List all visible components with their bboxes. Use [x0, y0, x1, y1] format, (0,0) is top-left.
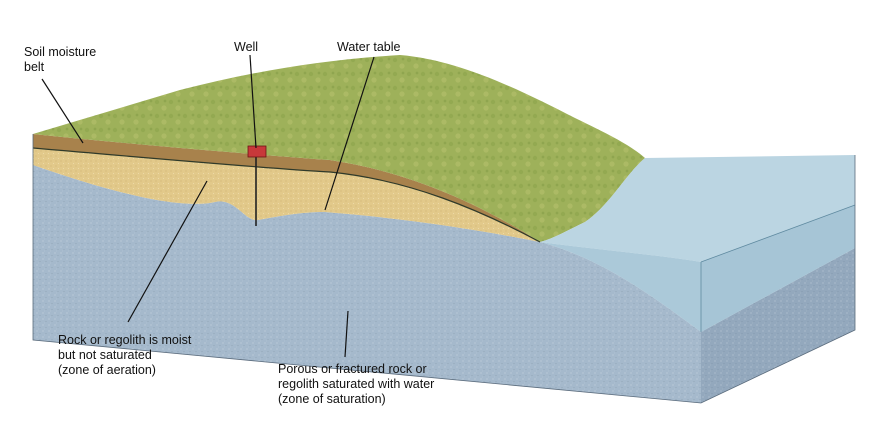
label-well: Well: [234, 40, 259, 54]
label-saturation-line-1: Porous or fractured rock or: [278, 362, 427, 376]
label-saturation-line-2: regolith saturated with water: [278, 377, 435, 391]
label-saturation-line-3: (zone of saturation): [278, 392, 386, 406]
label-aeration-line-2: but not saturated: [58, 348, 152, 362]
label-zone-of-saturation: Porous or fractured rock or regolith sat…: [278, 362, 434, 407]
lake-surface: [540, 155, 855, 262]
leader-soil-moisture: [41, 78, 84, 144]
water-table-line: [32, 147, 541, 243]
label-aeration-line-1: Rock or regolith is moist: [58, 333, 192, 347]
saturation-zone-front-texture: [33, 165, 701, 403]
soil-moisture-belt: [33, 134, 540, 242]
lake-edge-line: [700, 204, 856, 332]
label-soil-moisture-line-1: Soil moisture: [24, 45, 97, 59]
land-surface-texture: [33, 55, 645, 242]
leader-saturation: [344, 310, 349, 358]
lake-side: [701, 205, 855, 332]
leader-well: [249, 54, 257, 149]
aeration-zone-texture: [33, 148, 540, 242]
label-soil-moisture-belt: Soil moisture belt: [24, 45, 96, 75]
lake-front: [540, 242, 701, 332]
label-water-table: Water table: [337, 40, 401, 54]
block-outline: [32, 134, 856, 404]
label-zone-of-aeration: Rock or regolith is moist but not satura…: [58, 333, 191, 378]
well-housing: [247, 145, 267, 158]
label-soil-moisture-line-2: belt: [24, 60, 45, 74]
label-aeration-line-3: (zone of aeration): [58, 363, 156, 377]
saturation-zone-side-texture: [701, 248, 855, 403]
leader-aeration: [127, 180, 208, 323]
leader-water-table: [324, 56, 375, 211]
